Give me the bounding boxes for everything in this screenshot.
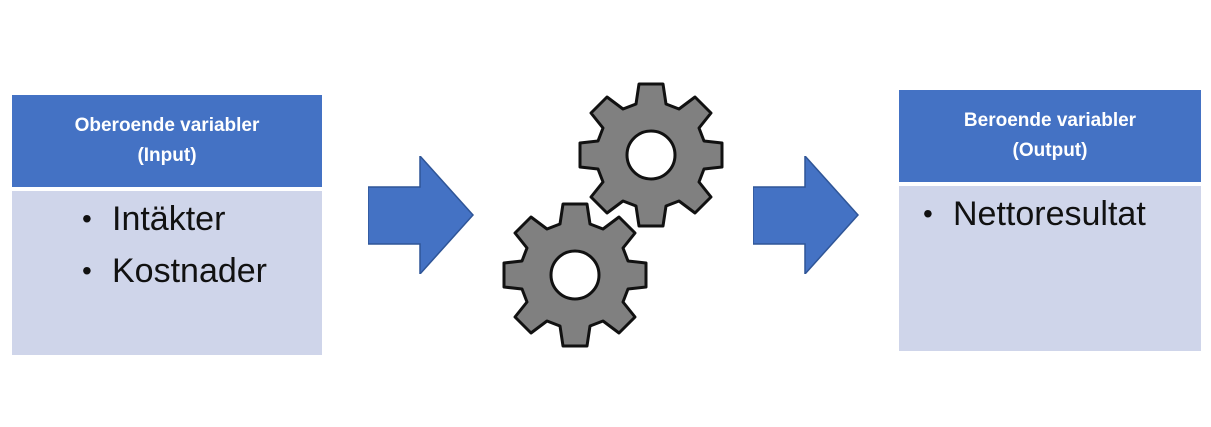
- output-panel-title-line2: (Output): [1012, 140, 1088, 161]
- input-panel-title-line2: (Input): [137, 145, 197, 166]
- input-panel-body: • Intäkter • Kostnader: [12, 191, 322, 355]
- output-item-list: • Nettoresultat: [899, 186, 1201, 240]
- input-panel: Oberoende variabler (Input) • Intäkter • K…: [12, 95, 322, 355]
- input-panel-title-line1: Oberoende variabler: [74, 115, 260, 136]
- bullet-icon: •: [923, 198, 933, 229]
- output-item-label: Nettoresultat: [953, 195, 1146, 233]
- input-panel-header: Oberoende variabler (Input): [12, 95, 322, 187]
- bullet-icon: •: [82, 203, 92, 234]
- input-item-label: Kostnader: [112, 252, 267, 290]
- arrow-right-icon: [753, 156, 859, 274]
- arrow-right-icon: [368, 156, 474, 274]
- input-item-label: Intäkter: [112, 200, 226, 238]
- bullet-icon: •: [82, 255, 92, 286]
- list-item: • Intäkter: [82, 193, 322, 245]
- input-item-list: • Intäkter • Kostnader: [12, 193, 322, 297]
- gear-icon: [578, 82, 724, 228]
- list-item: • Kostnader: [82, 245, 322, 297]
- gear-icon: [502, 202, 648, 348]
- output-panel: Beroende variabler (Output) • Nettoresult…: [899, 90, 1201, 351]
- output-panel-body: • Nettoresultat: [899, 186, 1201, 351]
- output-panel-header: Beroende variabler (Output): [899, 90, 1201, 182]
- list-item: • Nettoresultat: [923, 188, 1201, 240]
- output-panel-title-line1: Beroende variabler: [963, 110, 1137, 131]
